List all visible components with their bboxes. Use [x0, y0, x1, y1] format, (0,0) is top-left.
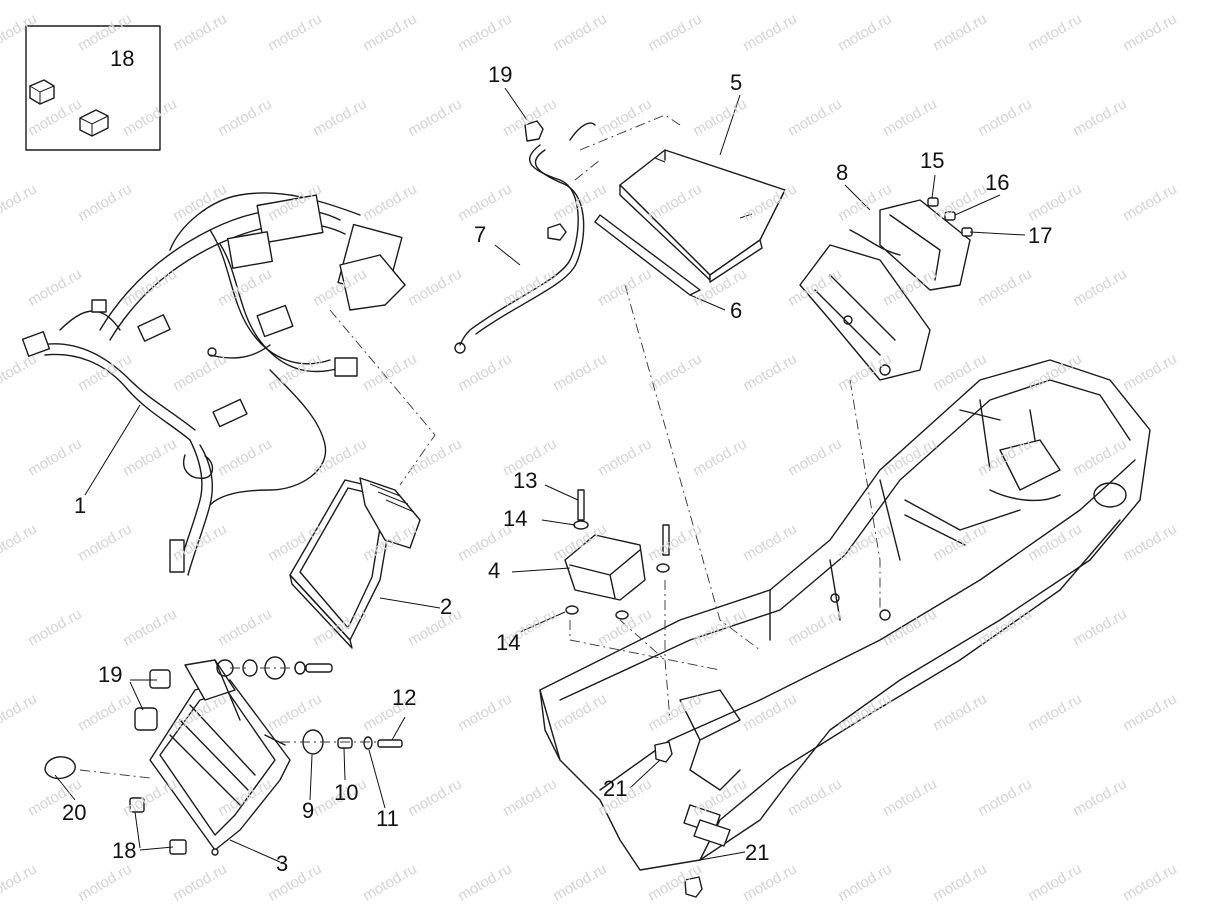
callout-14-upper: 14 — [503, 506, 528, 531]
callout-9: 9 — [302, 798, 315, 823]
callout-19-top: 19 — [488, 62, 513, 87]
callout-10: 10 — [334, 780, 359, 805]
wiring-harness — [21, 192, 406, 576]
callout-13: 13 — [513, 468, 538, 493]
sensor-module — [564, 489, 670, 620]
battery — [594, 149, 786, 296]
callout-16: 16 — [985, 170, 1010, 195]
callout-5: 5 — [730, 70, 743, 95]
callout-21-right: 21 — [745, 840, 770, 865]
callout-12: 12 — [392, 685, 417, 710]
callout-15: 15 — [920, 148, 945, 173]
callout-2: 2 — [440, 594, 453, 619]
callout-19-bottom: 19 — [98, 662, 123, 687]
rear-frame — [539, 359, 1151, 898]
electronics-tray — [149, 659, 291, 856]
assembly-lines — [329, 114, 881, 721]
callout-4: 4 — [488, 558, 501, 583]
callout-18-bottom: 18 — [112, 838, 137, 863]
callout-14-lower: 14 — [496, 630, 521, 655]
callout-3: 3 — [276, 851, 289, 876]
callout-17: 17 — [1028, 223, 1053, 248]
callout-6: 6 — [730, 298, 743, 323]
leader-lines — [54, 87, 1026, 863]
relay-assembly — [799, 197, 973, 381]
ecu-unit — [289, 477, 421, 649]
callout-8: 8 — [836, 160, 849, 185]
callout-18-inset: 18 — [110, 46, 135, 71]
callout-11: 11 — [376, 806, 399, 831]
battery-cable — [454, 120, 596, 354]
fastener-hardware — [44, 656, 403, 855]
callout-1: 1 — [74, 493, 87, 518]
callout-21-left: 21 — [603, 776, 628, 801]
callout-20: 20 — [62, 800, 87, 825]
callout-7: 7 — [474, 222, 487, 247]
inset-box — [25, 25, 161, 151]
